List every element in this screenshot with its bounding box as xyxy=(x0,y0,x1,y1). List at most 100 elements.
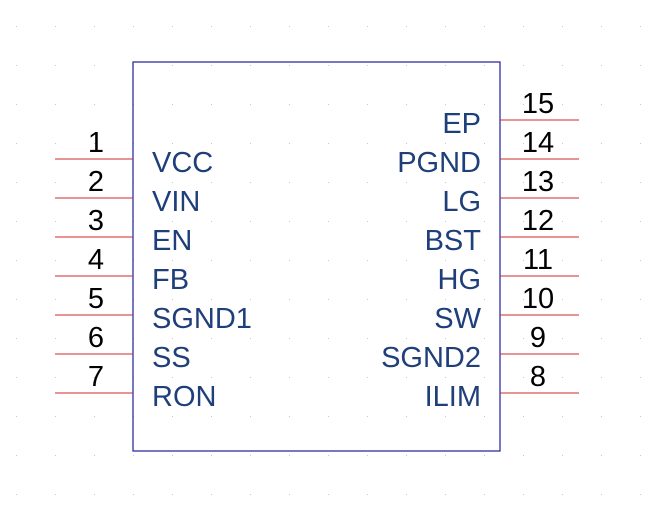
pin-number: 11 xyxy=(523,244,553,276)
grid-dot xyxy=(562,455,563,456)
grid-dot xyxy=(211,221,212,222)
grid-dot xyxy=(55,260,56,261)
pin-number: 15 xyxy=(522,88,554,120)
grid-dot xyxy=(211,182,212,183)
grid-dot xyxy=(55,26,56,27)
grid-dot xyxy=(211,416,212,417)
grid-dot xyxy=(133,494,134,495)
grid-dot xyxy=(406,182,407,183)
grid-dot xyxy=(16,377,17,378)
grid-dot xyxy=(172,143,173,144)
grid-dot xyxy=(250,104,251,105)
grid-dot xyxy=(367,260,368,261)
grid-dot xyxy=(367,221,368,222)
grid-dot xyxy=(94,455,95,456)
pin-name: EN xyxy=(152,225,192,257)
grid-dot xyxy=(484,416,485,417)
pin-name: EP xyxy=(442,108,481,140)
grid-dot xyxy=(16,221,17,222)
grid-dot xyxy=(328,494,329,495)
grid-dot xyxy=(172,299,173,300)
grid-dot xyxy=(16,104,17,105)
pin-number: 1 xyxy=(88,127,104,159)
grid-dot xyxy=(289,377,290,378)
grid-dot xyxy=(328,260,329,261)
grid-dot xyxy=(406,260,407,261)
grid-dot xyxy=(172,65,173,66)
pin-number: 2 xyxy=(88,166,104,198)
grid-dot xyxy=(484,260,485,261)
grid-dot xyxy=(250,416,251,417)
pin-name: RON xyxy=(152,381,216,413)
pin-number: 14 xyxy=(522,127,554,159)
grid-dot xyxy=(562,377,563,378)
grid-dot xyxy=(484,182,485,183)
grid-dot xyxy=(328,65,329,66)
grid-dot xyxy=(94,143,95,144)
grid-dot xyxy=(328,377,329,378)
grid-dot xyxy=(55,494,56,495)
grid-dot xyxy=(523,455,524,456)
grid-dot xyxy=(328,299,329,300)
grid-dot xyxy=(172,260,173,261)
grid-dot xyxy=(406,416,407,417)
grid-dot xyxy=(562,299,563,300)
grid-dot xyxy=(640,299,641,300)
grid-dot xyxy=(289,182,290,183)
grid-dot xyxy=(16,182,17,183)
grid-dot xyxy=(640,377,641,378)
grid-dot xyxy=(445,299,446,300)
grid-dot xyxy=(250,455,251,456)
grid-dot xyxy=(250,65,251,66)
grid-dot xyxy=(445,377,446,378)
grid-dot xyxy=(601,416,602,417)
grid-dot xyxy=(484,104,485,105)
grid-dot xyxy=(16,65,17,66)
grid-dot xyxy=(289,455,290,456)
grid-dot xyxy=(367,338,368,339)
grid-dot xyxy=(211,455,212,456)
grid-dot xyxy=(55,338,56,339)
grid-dot xyxy=(601,182,602,183)
grid-dot xyxy=(406,494,407,495)
grid-dot xyxy=(445,221,446,222)
grid-dot xyxy=(562,104,563,105)
grid-dot xyxy=(289,494,290,495)
grid-dot xyxy=(94,182,95,183)
grid-dot xyxy=(562,416,563,417)
grid-dot xyxy=(250,377,251,378)
pin-name: HG xyxy=(438,264,482,296)
grid-dot xyxy=(640,455,641,456)
grid-dot xyxy=(406,26,407,27)
pin-number: 13 xyxy=(522,166,554,198)
pin-name: VIN xyxy=(152,186,200,218)
grid-dot xyxy=(601,221,602,222)
grid-dot xyxy=(250,182,251,183)
grid-dot xyxy=(640,143,641,144)
grid-dot xyxy=(406,299,407,300)
grid-dot xyxy=(367,143,368,144)
grid-dot xyxy=(133,455,134,456)
grid-dot xyxy=(640,65,641,66)
grid-dot xyxy=(601,377,602,378)
grid-dot xyxy=(484,65,485,66)
grid-dot xyxy=(94,260,95,261)
grid-dot xyxy=(601,65,602,66)
grid-dot xyxy=(367,377,368,378)
grid-dot xyxy=(16,455,17,456)
grid-dot xyxy=(406,377,407,378)
grid-dot xyxy=(94,377,95,378)
grid-dot xyxy=(55,221,56,222)
grid-dot xyxy=(484,455,485,456)
grid-dot xyxy=(523,260,524,261)
grid-dot xyxy=(484,221,485,222)
grid-dot xyxy=(211,104,212,105)
grid-dot xyxy=(523,221,524,222)
grid-dot xyxy=(601,299,602,300)
grid-dot xyxy=(16,338,17,339)
grid-dot xyxy=(211,143,212,144)
grid-dot xyxy=(562,65,563,66)
grid-dot xyxy=(601,338,602,339)
grid-dot xyxy=(211,338,212,339)
